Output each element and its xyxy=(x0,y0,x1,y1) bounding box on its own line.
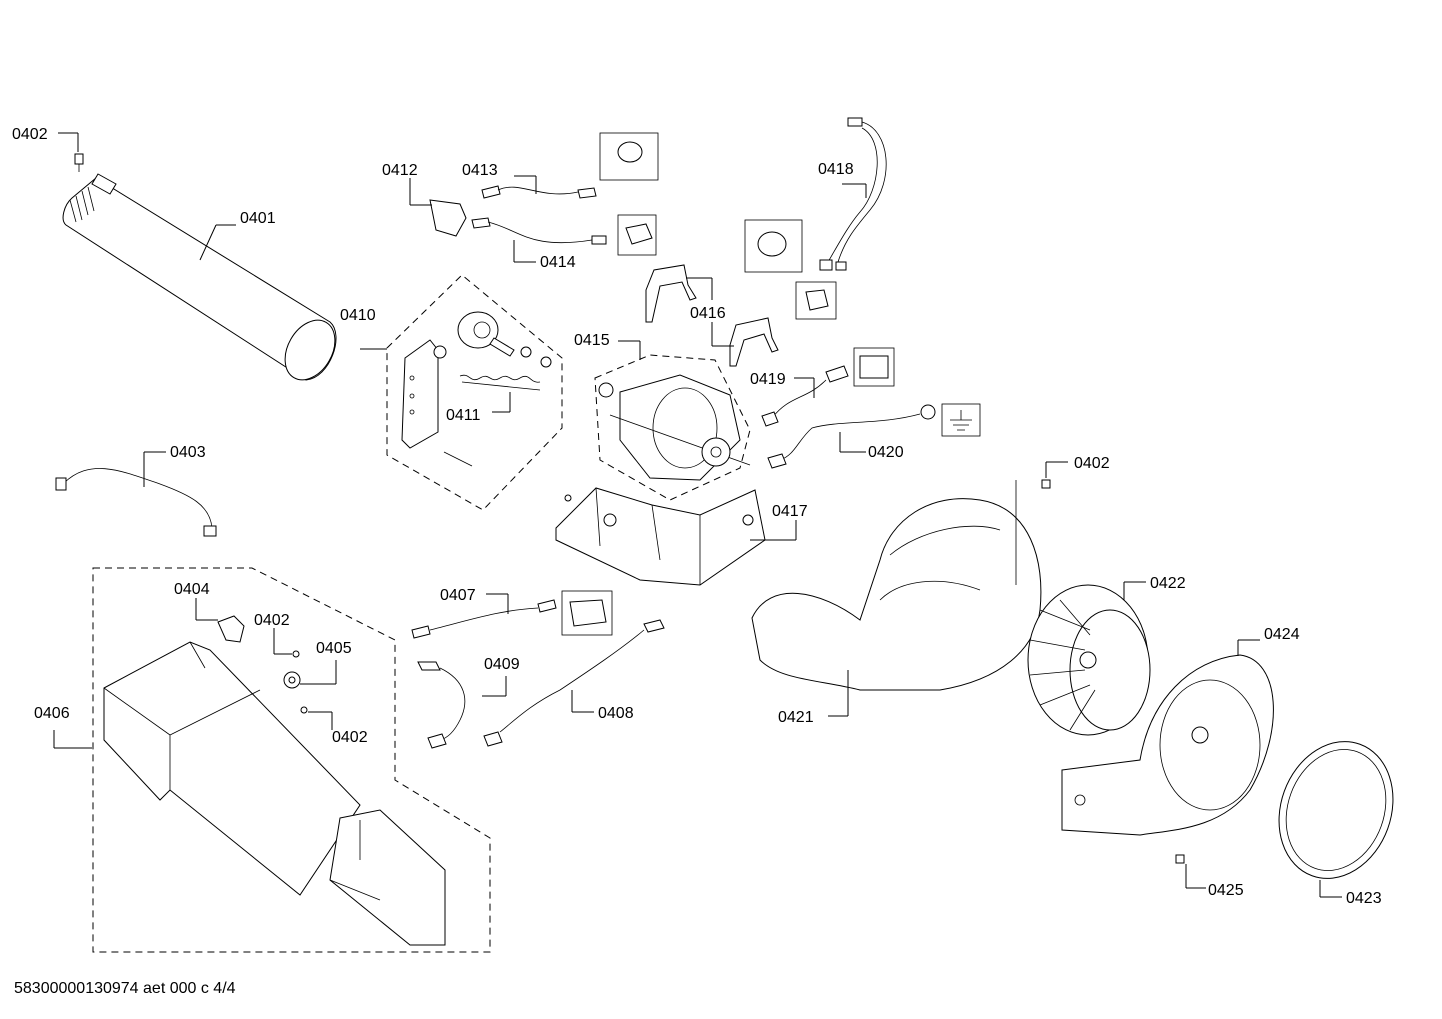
part-0424-fan-cover xyxy=(1061,639,1274,836)
label-0406: 0406 xyxy=(34,705,70,722)
part-0402-screw-lower xyxy=(300,706,333,730)
part-0402-screw-right xyxy=(1041,461,1068,489)
part-0402-screw-heater xyxy=(273,628,300,658)
label-0425: 0425 xyxy=(1208,882,1244,899)
label-0402: 0402 xyxy=(254,612,290,629)
label-0403: 0403 xyxy=(170,444,206,461)
label-0412: 0412 xyxy=(382,162,418,179)
label-0416: 0416 xyxy=(690,305,726,322)
part-0418-wire xyxy=(744,117,887,320)
document-reference: 58300000130974 aet 000 c 4/4 xyxy=(14,980,236,997)
label-0411: 0411 xyxy=(446,407,481,424)
part-0417-bracket xyxy=(555,487,797,586)
label-0404: 0404 xyxy=(174,581,210,598)
part-0410-idler-assembly xyxy=(360,274,563,511)
part-0423-seal-ring xyxy=(1278,741,1394,898)
label-0418: 0418 xyxy=(818,161,854,178)
label-0419: 0419 xyxy=(750,371,786,388)
part-0419-wire xyxy=(761,347,895,427)
label-0414: 0414 xyxy=(540,254,576,271)
part-0420-ground-wire xyxy=(767,403,981,469)
label-0407: 0407 xyxy=(440,587,476,604)
label-0408: 0408 xyxy=(598,705,634,722)
part-0406-heater-assembly xyxy=(53,567,491,953)
label-0409: 0409 xyxy=(484,656,520,673)
part-0405-sensor xyxy=(283,660,337,689)
label-0421: 0421 xyxy=(778,709,814,726)
part-0416-clips xyxy=(645,264,779,367)
part-0409-wire xyxy=(417,661,507,749)
part-0412-switch xyxy=(409,178,467,237)
label-0402: 0402 xyxy=(12,126,48,143)
part-0414-wire xyxy=(471,214,657,263)
part-0411-spring xyxy=(459,374,541,413)
part-0408-wire xyxy=(483,619,665,747)
label-0420: 0420 xyxy=(868,444,904,461)
label-0402: 0402 xyxy=(1074,455,1110,472)
part-0413-wire xyxy=(481,132,659,199)
label-0401: 0401 xyxy=(240,210,276,227)
part-0403-wire xyxy=(55,451,217,537)
label-0422: 0422 xyxy=(1150,575,1186,592)
label-0415: 0415 xyxy=(574,332,610,349)
label-0402: 0402 xyxy=(332,729,368,746)
part-0425-screw xyxy=(1175,854,1206,889)
part-0401-roller xyxy=(62,173,337,381)
label-0424: 0424 xyxy=(1264,626,1300,643)
label-0410: 0410 xyxy=(340,307,376,324)
part-0407-wire xyxy=(411,590,613,639)
part-0415-motor xyxy=(594,340,751,501)
part-0422-fan-wheel xyxy=(1027,581,1151,736)
label-0417: 0417 xyxy=(772,503,808,520)
part-0421-blower-housing xyxy=(751,480,1042,717)
label-0423: 0423 xyxy=(1346,890,1382,907)
part-0404-thermostat xyxy=(195,598,245,643)
label-0413: 0413 xyxy=(462,162,498,179)
label-0405: 0405 xyxy=(316,640,352,657)
part-0402-screw-topleft xyxy=(58,132,84,172)
